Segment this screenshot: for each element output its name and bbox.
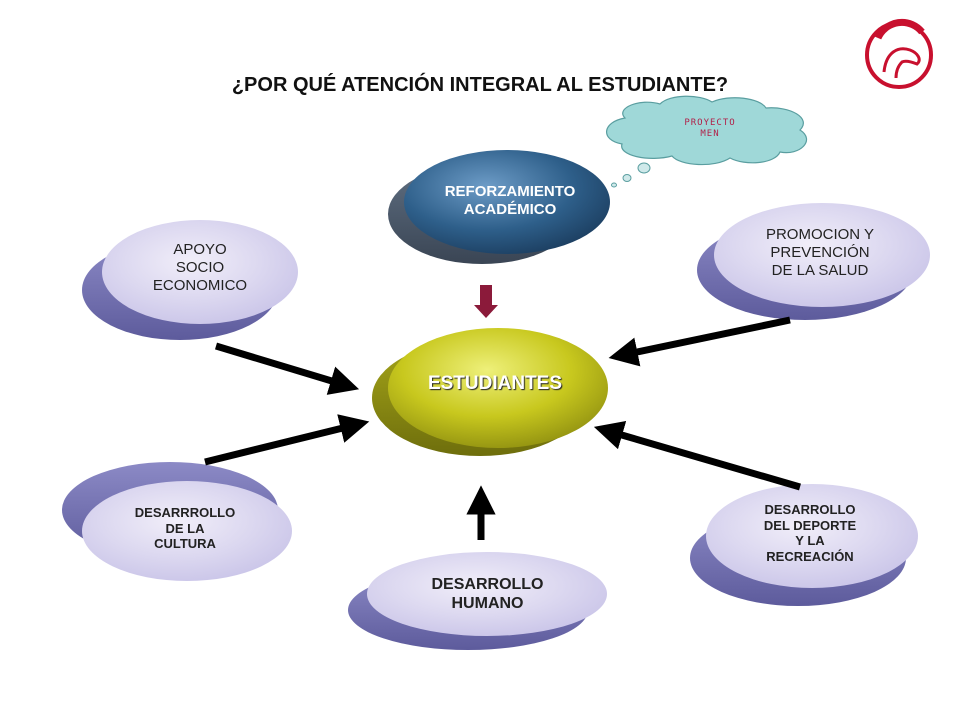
node-apoyo: [82, 220, 298, 340]
arrows: [204, 285, 801, 540]
cloud-callout: [606, 95, 808, 188]
arrow-refuerzo: [474, 285, 498, 318]
node-promocion-label: PROMOCION Y PREVENCIÓN DE LA SALUD: [765, 226, 875, 279]
node-cultura-label: DESARRROLLO DE LA CULTURA: [134, 505, 236, 552]
node-promocion: [697, 203, 930, 320]
node-cultura: [62, 462, 292, 581]
node-humano: [348, 552, 607, 650]
page-title: ¿POR QUÉ ATENCIÓN INTEGRAL AL ESTUDIANTE…: [231, 74, 729, 96]
arrow-cultura: [204, 414, 370, 466]
node-apoyo-label: APOYO SOCIO ECONOMICO: [152, 241, 248, 294]
logo-seal: [865, 18, 933, 89]
arrow-deporte: [593, 421, 801, 491]
node-humano-label: DESARROLLO HUMANO: [431, 576, 544, 613]
node-refuerzo-label: REFORZAMIENTO ACADÉMICO: [444, 183, 576, 218]
arrow-promocion: [608, 316, 791, 367]
node-center: [372, 328, 608, 456]
center-label: ESTUDIANTES: [427, 373, 563, 394]
node-deporte: [690, 484, 918, 606]
arrow-apoyo: [214, 342, 360, 395]
node-refuerzo: [388, 150, 610, 264]
cloud-text: PROYECTO MEN: [684, 118, 736, 140]
node-deporte-label: DESARROLLO DEL DEPORTE Y LA RECREACIÓN: [763, 502, 857, 564]
